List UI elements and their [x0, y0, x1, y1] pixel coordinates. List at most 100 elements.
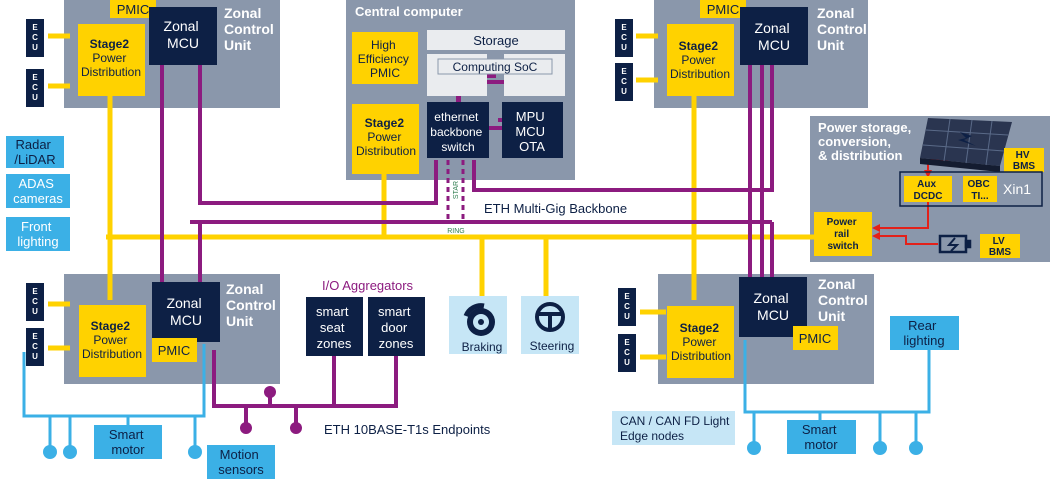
- pmic-label: PMIC: [707, 2, 740, 17]
- zonal-mcu-box: [152, 282, 220, 342]
- endpoints-label: ETH 10BASE-T1s Endpoints: [324, 422, 491, 437]
- aux-dcdc-box: [904, 176, 952, 202]
- motion-sensors-label: sensors: [218, 462, 264, 477]
- zonal-unit-bottom-right: Stage2 Power Distribution Zonal MCU PMIC…: [618, 276, 868, 378]
- ethernet-backbone-switch-box: [427, 102, 489, 158]
- seat-label: seat: [320, 320, 345, 335]
- svg-text:smart door zones: smart door zones: [378, 304, 414, 351]
- svg-text:Stage2 Power Distr: Stage2 Power Distribution: [82, 319, 142, 361]
- svg-text:ethernet backbone: ethernet backbone switch: [430, 110, 485, 154]
- smart-motor-label: Smart: [802, 422, 837, 437]
- stage2-label: Stage2: [91, 319, 131, 333]
- power-storage: Power storage, conversion, & distributio…: [814, 118, 1044, 258]
- svg-text:HV BMS: HV BMS: [1013, 150, 1036, 172]
- ecu-box[interactable]: [615, 63, 633, 101]
- hv-bms-box: [1004, 148, 1044, 172]
- ecu-letter: E: [32, 23, 38, 32]
- can-edge-label: Edge nodes: [620, 429, 684, 443]
- mpu-mcu-ota-box: [502, 102, 563, 158]
- ecu-box[interactable]: [618, 288, 636, 326]
- pmic-label: PMIC: [370, 66, 400, 80]
- ecu-letter: E: [32, 287, 38, 296]
- ecu-letter: U: [32, 93, 38, 102]
- ecu-letter: E: [624, 338, 630, 347]
- braking-label: Braking: [462, 340, 503, 354]
- ecu-letter: U: [624, 312, 630, 321]
- ecu-box[interactable]: [26, 328, 44, 366]
- adas-label: cameras: [13, 191, 63, 206]
- power-rail-label: Power: [827, 217, 857, 228]
- ecu-box[interactable]: [26, 283, 44, 321]
- rear-lighting-box: [890, 316, 959, 350]
- switch-mpu-link: [489, 126, 502, 130]
- stage2-label: Distribution: [82, 347, 142, 361]
- ecu-letter: U: [32, 307, 38, 316]
- mpu-label: MCU: [515, 124, 545, 139]
- pmic-label: PMIC: [158, 343, 191, 358]
- zonal-unit-title: Unit: [224, 37, 252, 53]
- svg-text:Zonal Control Unit: Zonal Control Unit: [817, 5, 871, 53]
- power-rail-label: switch: [827, 241, 858, 252]
- ecu-letter: C: [624, 302, 630, 311]
- hv-bms-label: HV: [1016, 150, 1030, 161]
- zonal-unit-title: Unit: [817, 37, 845, 53]
- rear-lighting-label: Rear: [908, 318, 937, 333]
- star-label: STAR: [453, 181, 460, 199]
- smart-door-zones-box: [368, 297, 425, 356]
- svg-text:Zonal MCU: Zonal MCU: [167, 295, 206, 328]
- door-label: smart: [378, 304, 411, 319]
- zonal-unit-title: Unit: [226, 313, 254, 329]
- svg-text:ADAS cameras: ADAS cameras: [13, 176, 63, 206]
- zonal-mcu-label: MCU: [170, 312, 202, 328]
- ecu-letter: U: [32, 352, 38, 361]
- door-label: zones: [379, 336, 414, 351]
- stage2-label: Distribution: [356, 144, 416, 158]
- svg-text:Smart motor: Smart motor: [802, 422, 840, 452]
- seat-label: zones: [317, 336, 352, 351]
- smart-motor-label: Smart: [109, 427, 144, 442]
- ecu-box[interactable]: [26, 69, 44, 107]
- ecu-box[interactable]: [618, 334, 636, 372]
- zonal-mcu-box: [149, 7, 217, 65]
- svg-text:Stage2 Power Distr: Stage2 Power Distribution: [671, 321, 731, 363]
- zonal-unit-title: Zonal: [817, 5, 854, 21]
- lv-bms-box: [980, 234, 1020, 258]
- lv-battery-icon: [938, 234, 972, 254]
- stage2-label: Distribution: [81, 65, 141, 79]
- hv-bms-label: BMS: [1013, 161, 1036, 172]
- smart-seat-zones-box: [306, 297, 363, 356]
- ecu-box[interactable]: [615, 19, 633, 57]
- high-efficiency-pmic-box: [352, 32, 418, 84]
- stage2-label: Distribution: [671, 349, 731, 363]
- front-lighting-box: [6, 217, 70, 251]
- ecu-letter: C: [32, 33, 38, 42]
- svg-text:MPU MCU OTA: MPU MCU OTA: [515, 109, 548, 154]
- computing-soc-label: Computing SoC: [453, 60, 538, 74]
- obc-label: OBC: [967, 179, 989, 190]
- svg-text:Zonal MCU: Zonal MCU: [754, 290, 793, 323]
- smart-motor-label: motor: [804, 437, 838, 452]
- backbone-label: ETH Multi-Gig Backbone: [484, 201, 627, 216]
- door-label: door: [381, 320, 408, 335]
- steering-label: Steering: [530, 339, 575, 353]
- svg-text:Stage2 Power Distr: Stage2 Power Distribution: [81, 37, 141, 79]
- pmic-label: Efficiency: [358, 52, 409, 66]
- switch-label: backbone: [430, 125, 482, 139]
- ecu-letter: E: [32, 332, 38, 341]
- mpu-label: OTA: [519, 139, 545, 154]
- stage2-label: Distribution: [670, 67, 730, 81]
- stage2-label: Power: [682, 335, 716, 349]
- power-wires: [48, 33, 820, 360]
- svg-text:Zonal MCU: Zonal MCU: [755, 20, 794, 53]
- zonal-unit-bottom-left: Stage2 Power Distribution Zonal MCU PMIC…: [26, 281, 276, 377]
- ecu-box[interactable]: [26, 19, 44, 57]
- pmic-box: [152, 338, 197, 362]
- ecu-letter: E: [624, 292, 630, 301]
- svg-text:Zonal Control Unit: Zonal Control Unit: [224, 5, 278, 53]
- pmic-box: [793, 326, 838, 350]
- power-storage-title: conversion,: [818, 134, 891, 149]
- ecu-letter: E: [621, 23, 627, 32]
- ecu-letter: E: [621, 67, 627, 76]
